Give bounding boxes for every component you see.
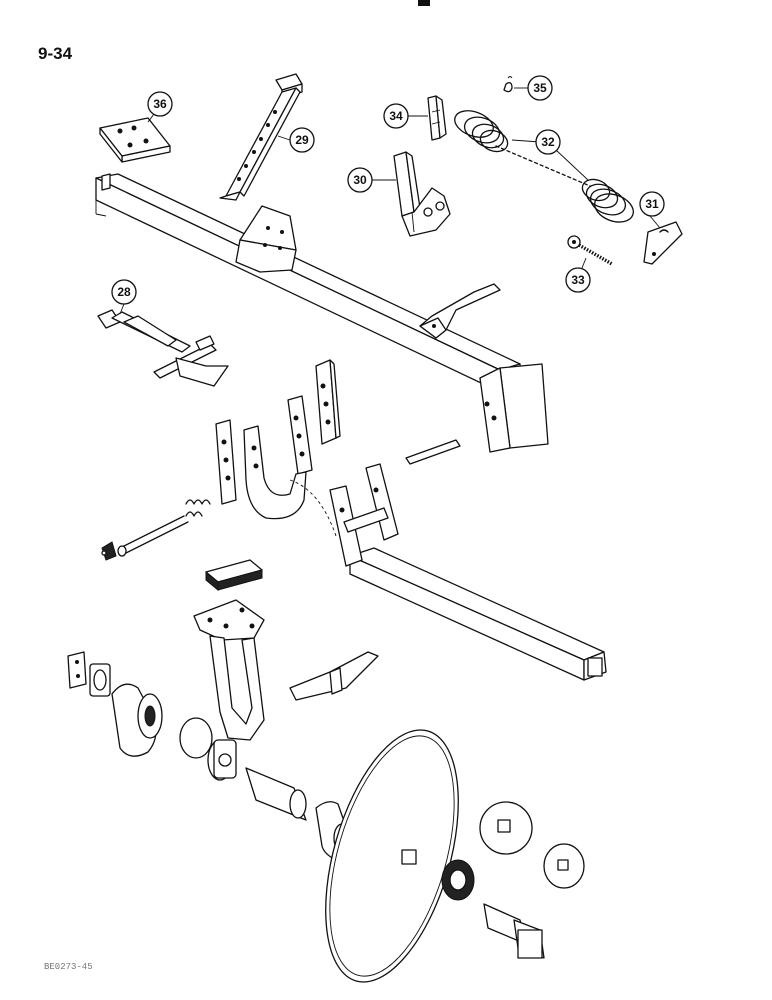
part-30-bracket [393,151,451,237]
svg-text:29: 29 [295,133,309,147]
callout-32: 32 [535,129,561,155]
page-number: 9-34 [38,44,73,63]
spacer-plate [205,559,263,592]
callout-28: 28 [111,279,137,315]
figure-code: BE0273-45 [44,962,93,972]
spring-and-pin [101,499,211,561]
part-36-plate [99,117,171,163]
scraper-bracket [289,651,379,701]
part-28-pin-assembly [97,309,229,387]
callout-34: 34 [383,103,428,129]
part-32-springs [454,110,634,223]
lower-beam [329,439,607,681]
shank-plates [215,359,341,537]
svg-text:31: 31 [645,197,659,211]
callout-35: 35 [514,75,553,101]
top-fragment [418,0,430,6]
callout-29: 29 [277,127,315,153]
main-toolbar-beam [95,173,549,453]
svg-text:28: 28 [117,285,131,299]
bearing-assembly [67,651,237,781]
svg-text:35: 35 [533,81,547,95]
bearing-hanger [193,599,265,741]
svg-text:30: 30 [353,173,367,187]
hub-and-bolt [441,859,545,959]
disc-blade [325,729,459,983]
part-29-standard-bar [219,73,303,201]
part-35-cotter-pin [503,76,513,93]
part-31-latch [643,215,683,265]
callout-30: 30 [347,167,396,193]
svg-text:33: 33 [571,273,585,287]
callout-31: 31 [639,191,665,217]
part-33-eye-bolt [567,235,613,269]
disc-caps [479,801,585,889]
part-34-clip [427,95,447,141]
svg-text:32: 32 [541,135,555,149]
callout-33: 33 [565,267,591,293]
callout-36: 36 [147,91,173,123]
svg-text:36: 36 [153,97,167,111]
svg-text:34: 34 [389,109,403,123]
